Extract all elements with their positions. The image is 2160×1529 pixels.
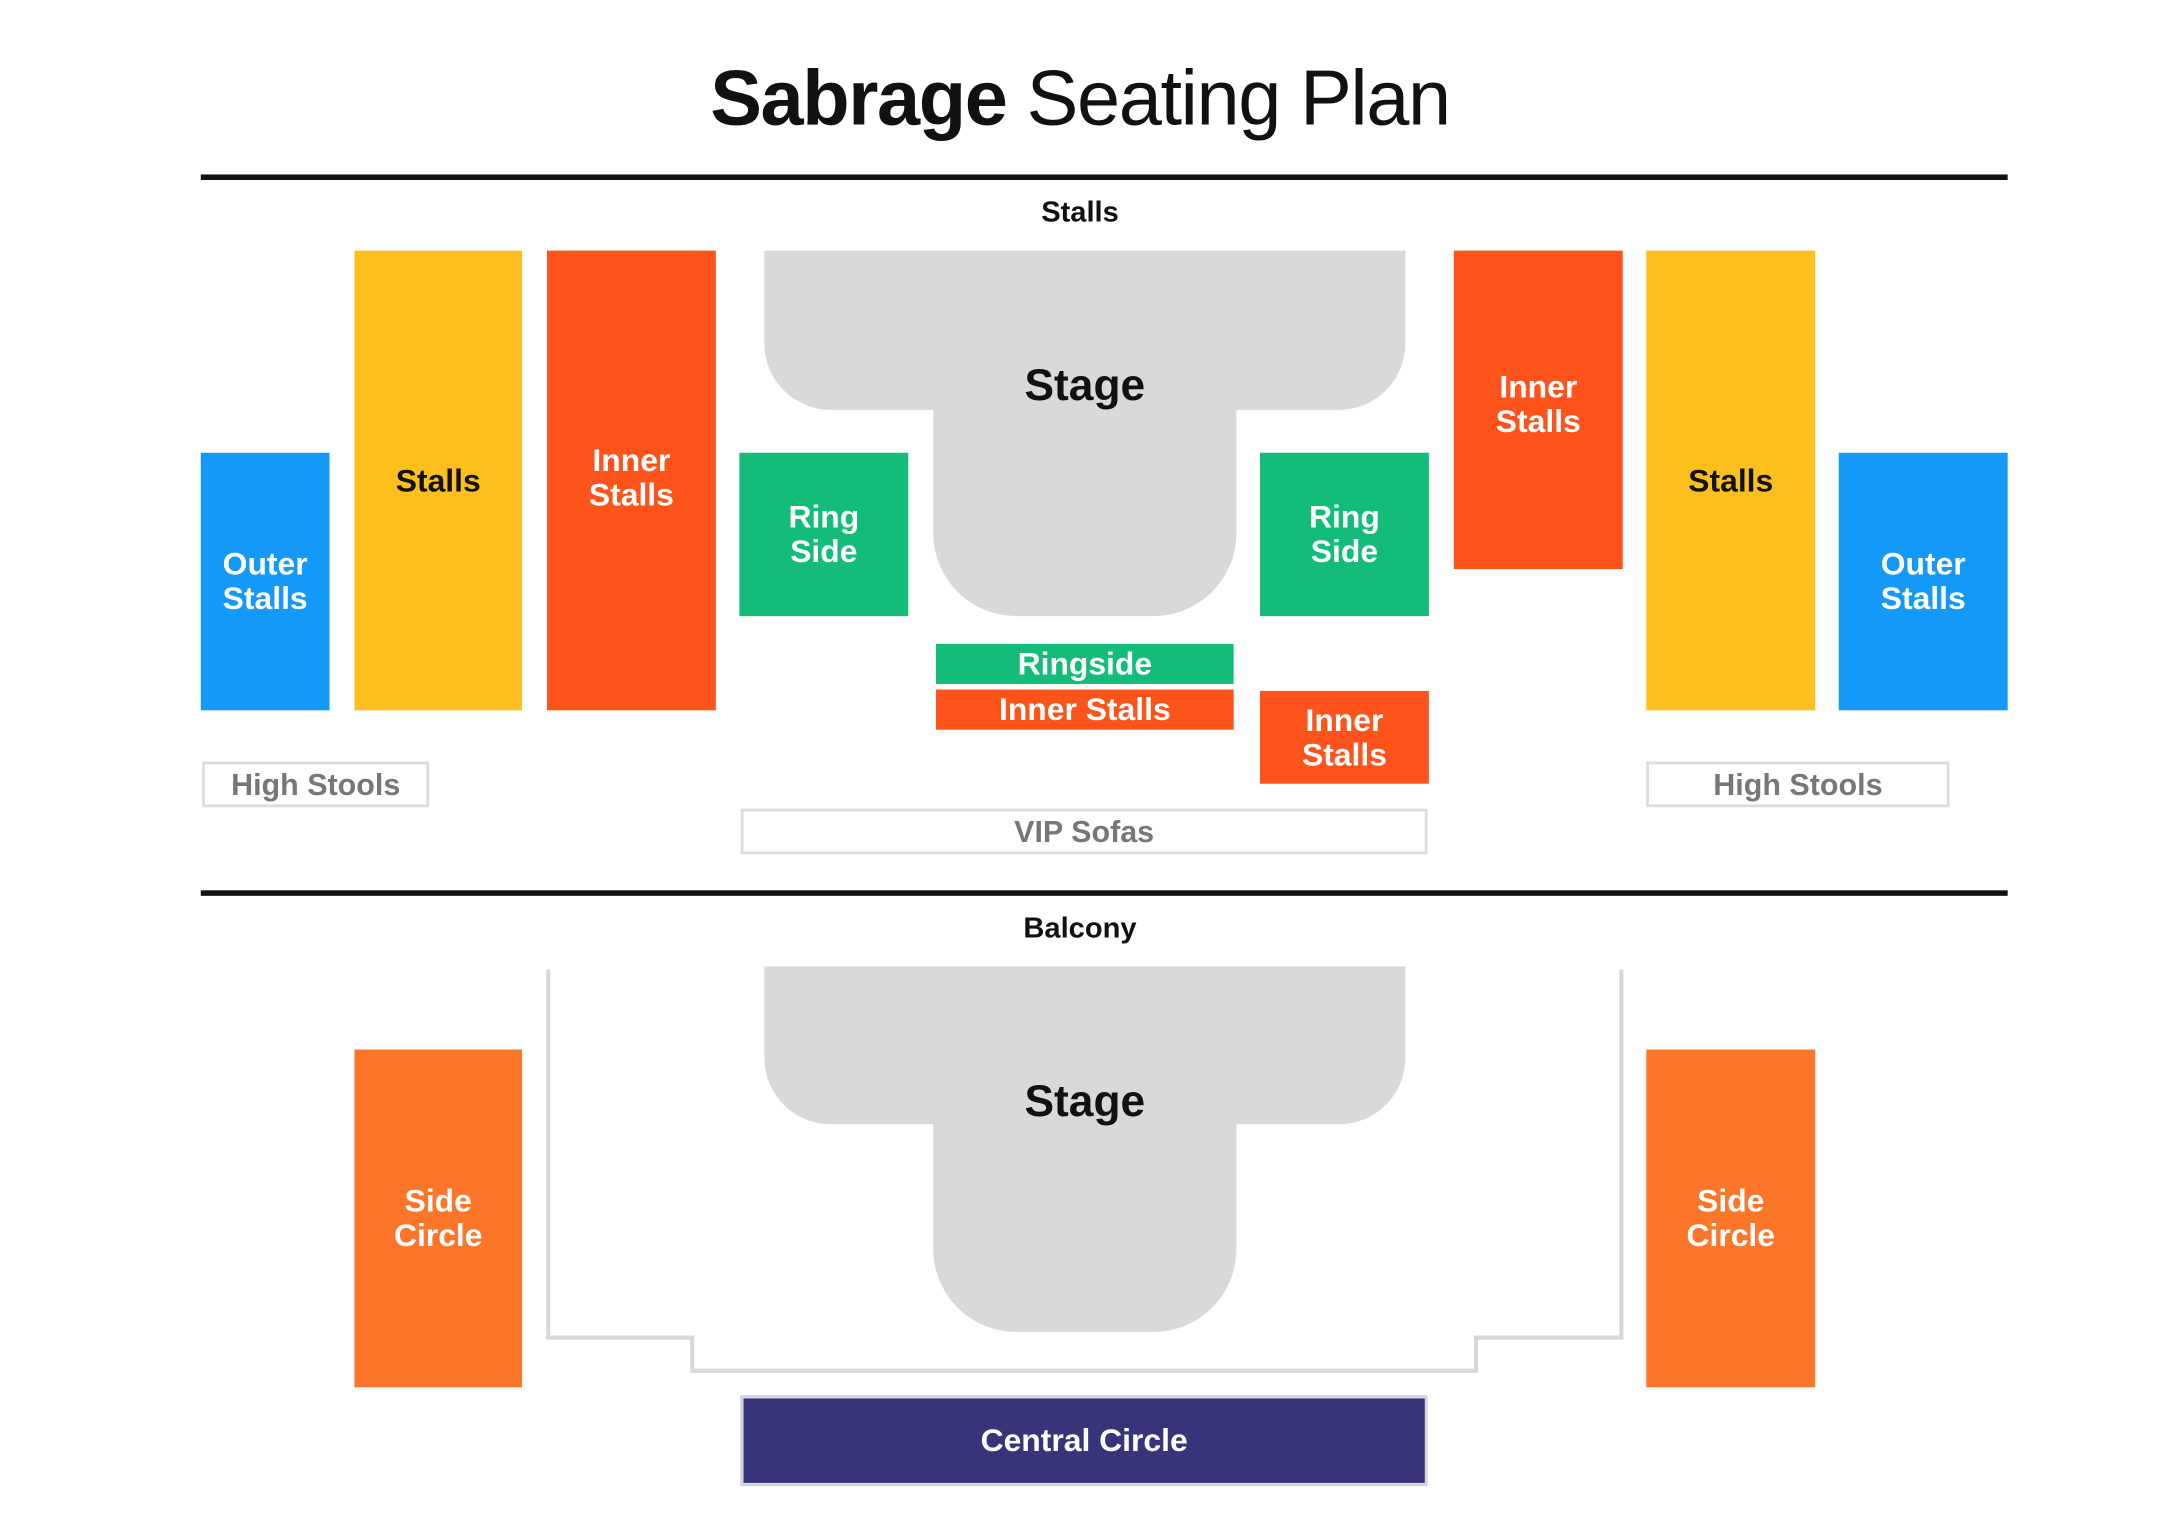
divider-balcony <box>200 890 2008 896</box>
zone-vip-sofas[interactable]: VIP Sofas <box>740 808 1428 855</box>
page-title: Sabrage Seating Plan <box>0 53 2160 143</box>
zone-inner-stalls-center[interactable]: Inner Stalls <box>935 689 1234 730</box>
stage-top <box>764 250 1406 410</box>
title-venue: Sabrage <box>710 53 1008 142</box>
zone-ring-side-left[interactable]: Ring Side <box>739 452 909 617</box>
zone-side-circle-right[interactable]: Side Circle <box>1646 1049 1816 1388</box>
zone-inner-stalls-right[interactable]: Inner Stalls <box>1453 250 1623 570</box>
divider-stalls <box>200 174 2008 180</box>
title-rest: Seating Plan <box>1026 53 1451 142</box>
section-label-stalls: Stalls <box>1041 196 1119 229</box>
zone-inner-stalls-left[interactable]: Inner Stalls <box>546 250 716 711</box>
zone-outer-stalls-right[interactable]: Outer Stalls <box>1838 452 2008 711</box>
stage-label: Stage <box>1024 359 1146 410</box>
zone-high-stools-left[interactable]: High Stools <box>202 761 430 808</box>
zone-central-circle[interactable]: Central Circle <box>740 1395 1428 1486</box>
balcony-stage-label: Stage <box>1024 1075 1146 1126</box>
zone-inner-stalls-small[interactable]: Inner Stalls <box>1259 690 1429 784</box>
balcony-stage-top <box>764 966 1406 1125</box>
zone-stalls-right[interactable]: Stalls <box>1646 250 1816 711</box>
zone-side-circle-left[interactable]: Side Circle <box>354 1049 522 1388</box>
zone-ring-side-right[interactable]: Ring Side <box>1259 452 1429 617</box>
stage-stem <box>933 401 1237 617</box>
section-label-balcony: Balcony <box>1023 912 1137 945</box>
zone-ringside-center[interactable]: Ringside <box>935 643 1234 684</box>
balcony-stage-stem <box>933 1115 1237 1332</box>
zone-outer-stalls-left[interactable]: Outer Stalls <box>200 452 330 711</box>
zone-high-stools-right[interactable]: High Stools <box>1646 761 1950 808</box>
zone-stalls-left[interactable]: Stalls <box>354 250 522 711</box>
